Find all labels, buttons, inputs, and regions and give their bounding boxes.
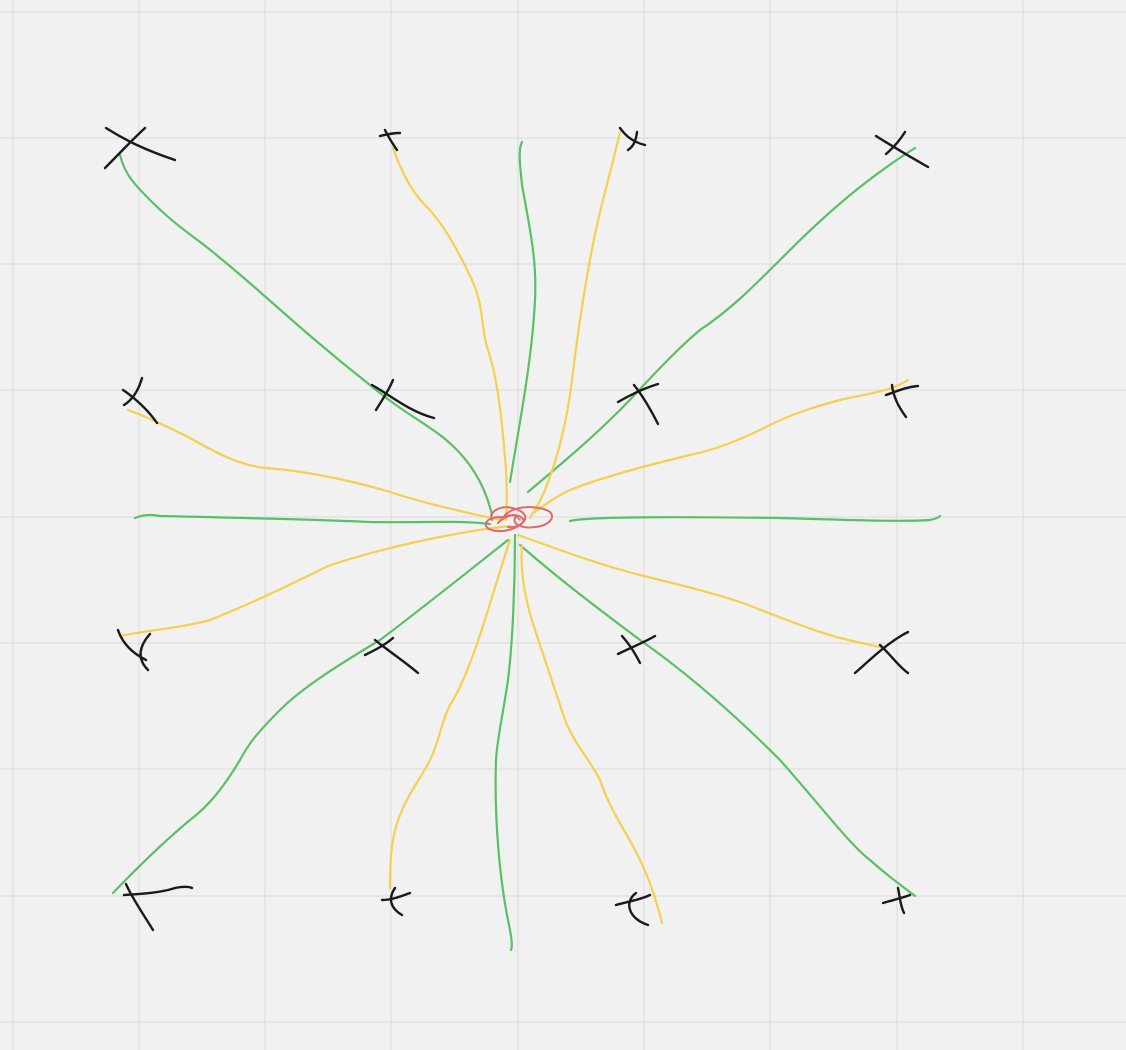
x-mark [370,378,436,420]
x-mark [881,886,912,915]
center-scribble [484,506,554,533]
green-ray [568,514,942,523]
yellow-ray [533,378,910,514]
green-ray [133,513,492,526]
yellow-ray [520,543,664,925]
green-ray [494,533,517,952]
x-marks [103,126,930,932]
x-mark [618,126,647,152]
x-mark [884,383,920,419]
yellow-ray [528,130,622,520]
x-mark [122,882,194,932]
x-mark [378,128,402,152]
green-ray [518,543,917,898]
x-mark [874,130,930,169]
x-mark [380,886,412,917]
x-mark [103,126,177,170]
green-ray [118,153,494,517]
yellow-ray [388,538,512,890]
green-ray [111,538,510,895]
x-mark [853,630,910,675]
green-ray [526,146,917,494]
x-mark [116,628,152,672]
green-ray [508,140,537,484]
x-mark [616,634,657,665]
yellow-ray [126,408,502,522]
yellow-ray [118,524,512,638]
yellow-ray [516,533,887,650]
x-mark [616,382,660,426]
yellow-ray [391,146,508,522]
rays [111,130,942,952]
x-mark [363,636,420,675]
x-mark [121,376,159,425]
x-mark [614,891,652,927]
